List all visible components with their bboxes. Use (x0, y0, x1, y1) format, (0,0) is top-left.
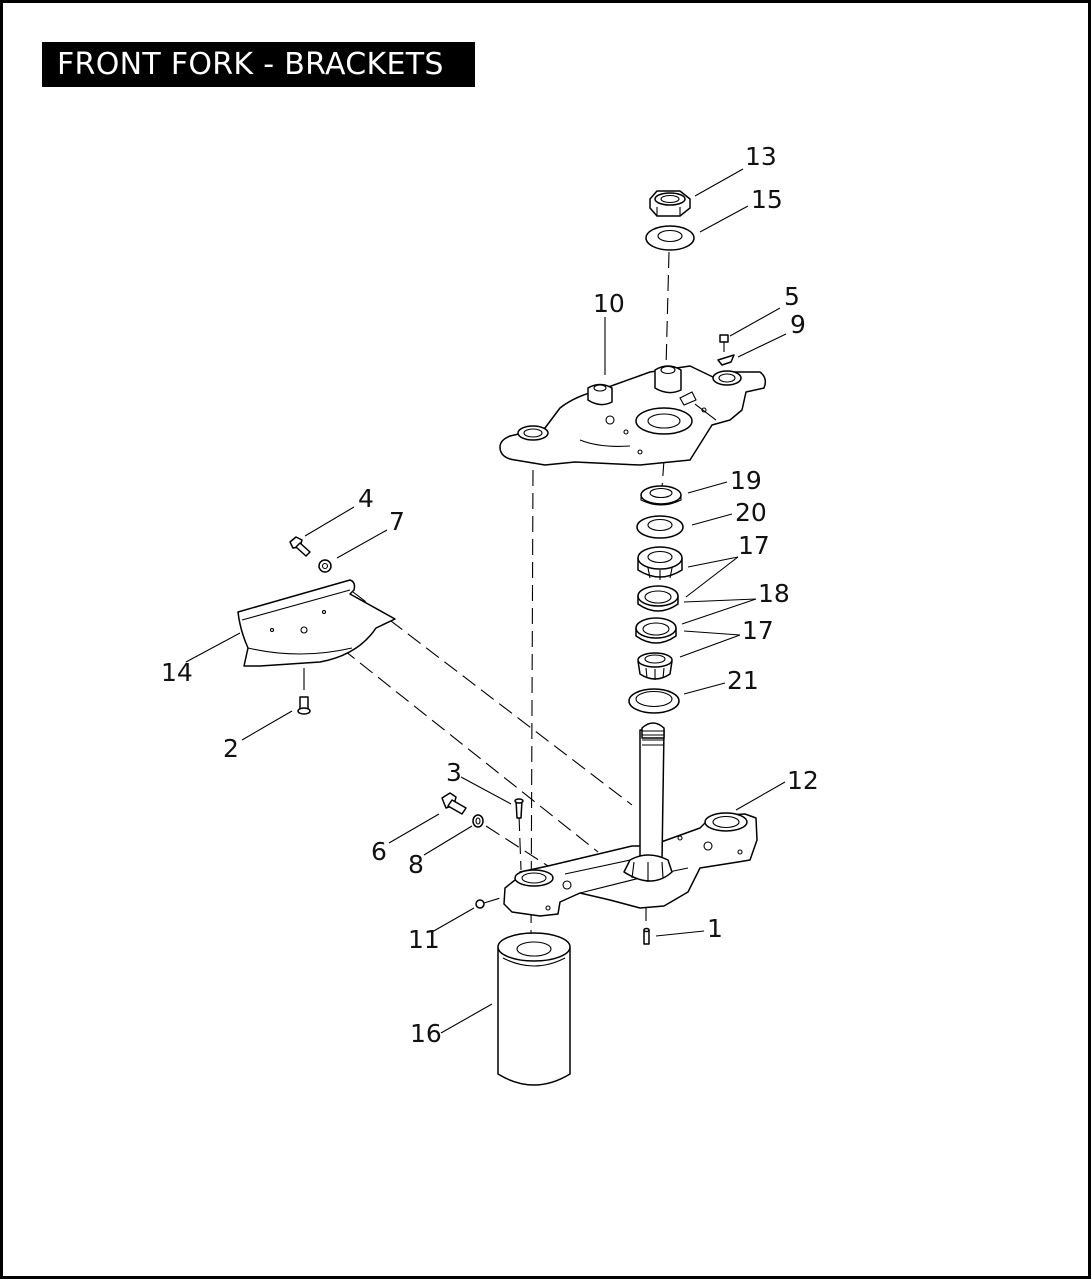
part-10-upper-bracket (499, 365, 767, 466)
callout-4: 4 (358, 484, 374, 513)
callout-8: 8 (408, 850, 424, 879)
part-14-guard (237, 579, 396, 667)
part-lower-bearing-cone (637, 652, 673, 680)
assembly-axes (305, 251, 670, 941)
callout-11: 11 (408, 925, 440, 954)
part-1-pin (643, 927, 650, 945)
callout-18: 18 (758, 579, 790, 608)
part-16-tube-cover (497, 932, 571, 1086)
part-2-screw (297, 668, 311, 715)
part-5-screw (719, 334, 729, 352)
part-12-lower-bracket (503, 722, 758, 917)
callout-20: 20 (735, 498, 767, 527)
part-6-bolt (441, 792, 467, 815)
callout-10: 10 (593, 289, 625, 318)
part-9-clip (717, 354, 735, 366)
callout-13: 13 (745, 142, 777, 171)
callout-labels: 13 15 10 5 9 19 20 17 18 17 21 4 7 14 2 … (161, 142, 819, 1048)
part-17-upper-bearing (637, 546, 683, 580)
part-19-slotted-nut (640, 485, 682, 506)
callout-2: 2 (223, 734, 239, 763)
part-18-upper-race (637, 585, 679, 612)
callout-7: 7 (389, 507, 405, 536)
part-17-lower-race (635, 617, 677, 644)
callout-3: 3 (446, 758, 462, 787)
part-3-screw (514, 798, 524, 819)
part-8-washer (472, 814, 484, 828)
callout-17-upper: 17 (738, 531, 770, 560)
callout-16: 16 (410, 1019, 442, 1048)
callout-14: 14 (161, 658, 193, 687)
part-13-hex-nut (649, 190, 691, 217)
part-11-nut (475, 899, 485, 909)
title-bar: FRONT FORK - BRACKETS (42, 42, 475, 87)
callout-21: 21 (727, 666, 759, 695)
callout-15: 15 (751, 185, 783, 214)
callout-6: 6 (371, 837, 387, 866)
part-15-washer (645, 225, 695, 251)
callout-19: 19 (730, 466, 762, 495)
part-20-washer (636, 515, 684, 539)
callout-1: 1 (707, 914, 723, 943)
callout-12: 12 (787, 766, 819, 795)
part-21-dust-shield (628, 688, 680, 714)
leader-lines (185, 168, 787, 1034)
callout-17-lower: 17 (742, 616, 774, 645)
part-4-bolt (289, 536, 311, 557)
callout-9: 9 (790, 310, 806, 339)
page-title: FRONT FORK - BRACKETS (57, 47, 444, 82)
part-7-washer (318, 559, 332, 573)
callout-5: 5 (784, 282, 800, 311)
